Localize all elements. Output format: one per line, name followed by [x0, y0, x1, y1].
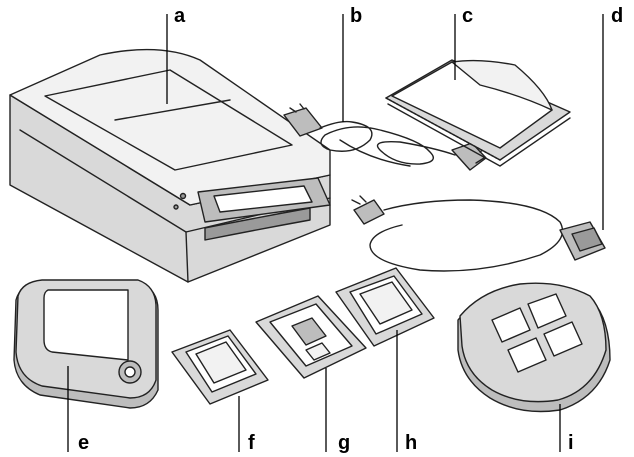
label-a: a — [174, 5, 186, 27]
film-holder-h — [335, 267, 435, 347]
film-holder-g — [255, 295, 367, 379]
labels: a b c d e f g h i — [78, 5, 623, 454]
film-holder-i — [457, 282, 611, 413]
leader-lines — [67, 14, 604, 452]
label-e: e — [78, 432, 89, 454]
power-cable — [283, 103, 489, 171]
label-i: i — [568, 432, 574, 454]
label-d: d — [611, 5, 623, 27]
label-g: g — [338, 432, 350, 454]
label-h: h — [405, 432, 417, 454]
scanner-unit — [9, 48, 331, 283]
interface-cable — [351, 195, 606, 272]
label-c: c — [462, 5, 473, 27]
label-b: b — [350, 5, 362, 27]
manual-booklet — [385, 59, 571, 167]
film-holder-f — [171, 329, 269, 405]
film-holder-e — [13, 279, 159, 409]
label-f: f — [248, 432, 255, 454]
